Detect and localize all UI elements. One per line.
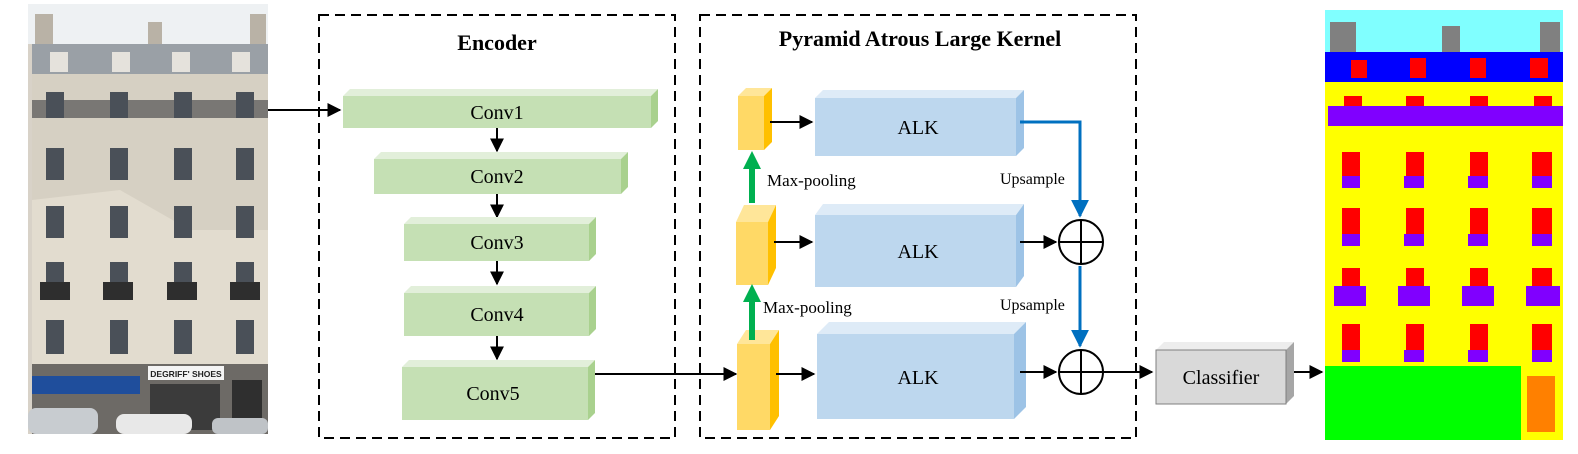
alk-block-1: ALK <box>815 90 1024 156</box>
segmentation-output <box>1325 10 1563 440</box>
alk-block-3: ALK <box>817 322 1026 419</box>
max-pooling-label-lower: Max-pooling <box>763 298 852 317</box>
conv1-block: Conv1 <box>343 89 658 128</box>
alk-label-3: ALK <box>897 367 939 389</box>
feature-map-medium <box>736 205 776 285</box>
upsample-label-upper: Upsample <box>1000 171 1065 188</box>
conv1-label: Conv1 <box>470 102 523 124</box>
encoder-title: Encoder <box>457 30 537 55</box>
shop-sign: DEGRIFF' SHOES <box>150 369 222 379</box>
alk-label-2: ALK <box>897 241 939 263</box>
classifier-label: Classifier <box>1183 367 1260 389</box>
conv2-label: Conv2 <box>470 166 523 188</box>
conv5-block: Conv5 <box>402 360 595 420</box>
conv3-block: Conv3 <box>404 217 596 261</box>
palk-panel <box>699 14 1137 439</box>
encoder-panel <box>318 14 676 439</box>
sum-node-upper <box>1058 219 1104 265</box>
input-building-photo: DEGRIFF' SHOES <box>28 4 268 434</box>
conv2-block: Conv2 <box>374 152 628 194</box>
feature-map-small <box>738 88 772 150</box>
alk-label-1: ALK <box>897 117 939 139</box>
classifier-block: Classifier <box>1155 342 1294 405</box>
conv3-label: Conv3 <box>470 232 523 254</box>
palk-title: Pyramid Atrous Large Kernel <box>779 26 1062 51</box>
conv4-label: Conv4 <box>470 304 523 326</box>
conv4-block: Conv4 <box>404 286 596 336</box>
max-pooling-label-upper: Max-pooling <box>767 171 856 190</box>
sum-node-lower <box>1058 349 1104 395</box>
upsample-arrow-upper <box>1020 120 1089 218</box>
upsample-label-lower: Upsample <box>1000 297 1065 314</box>
conv5-label: Conv5 <box>466 383 519 405</box>
alk-block-2: ALK <box>815 204 1024 287</box>
feature-map-large <box>737 330 779 430</box>
